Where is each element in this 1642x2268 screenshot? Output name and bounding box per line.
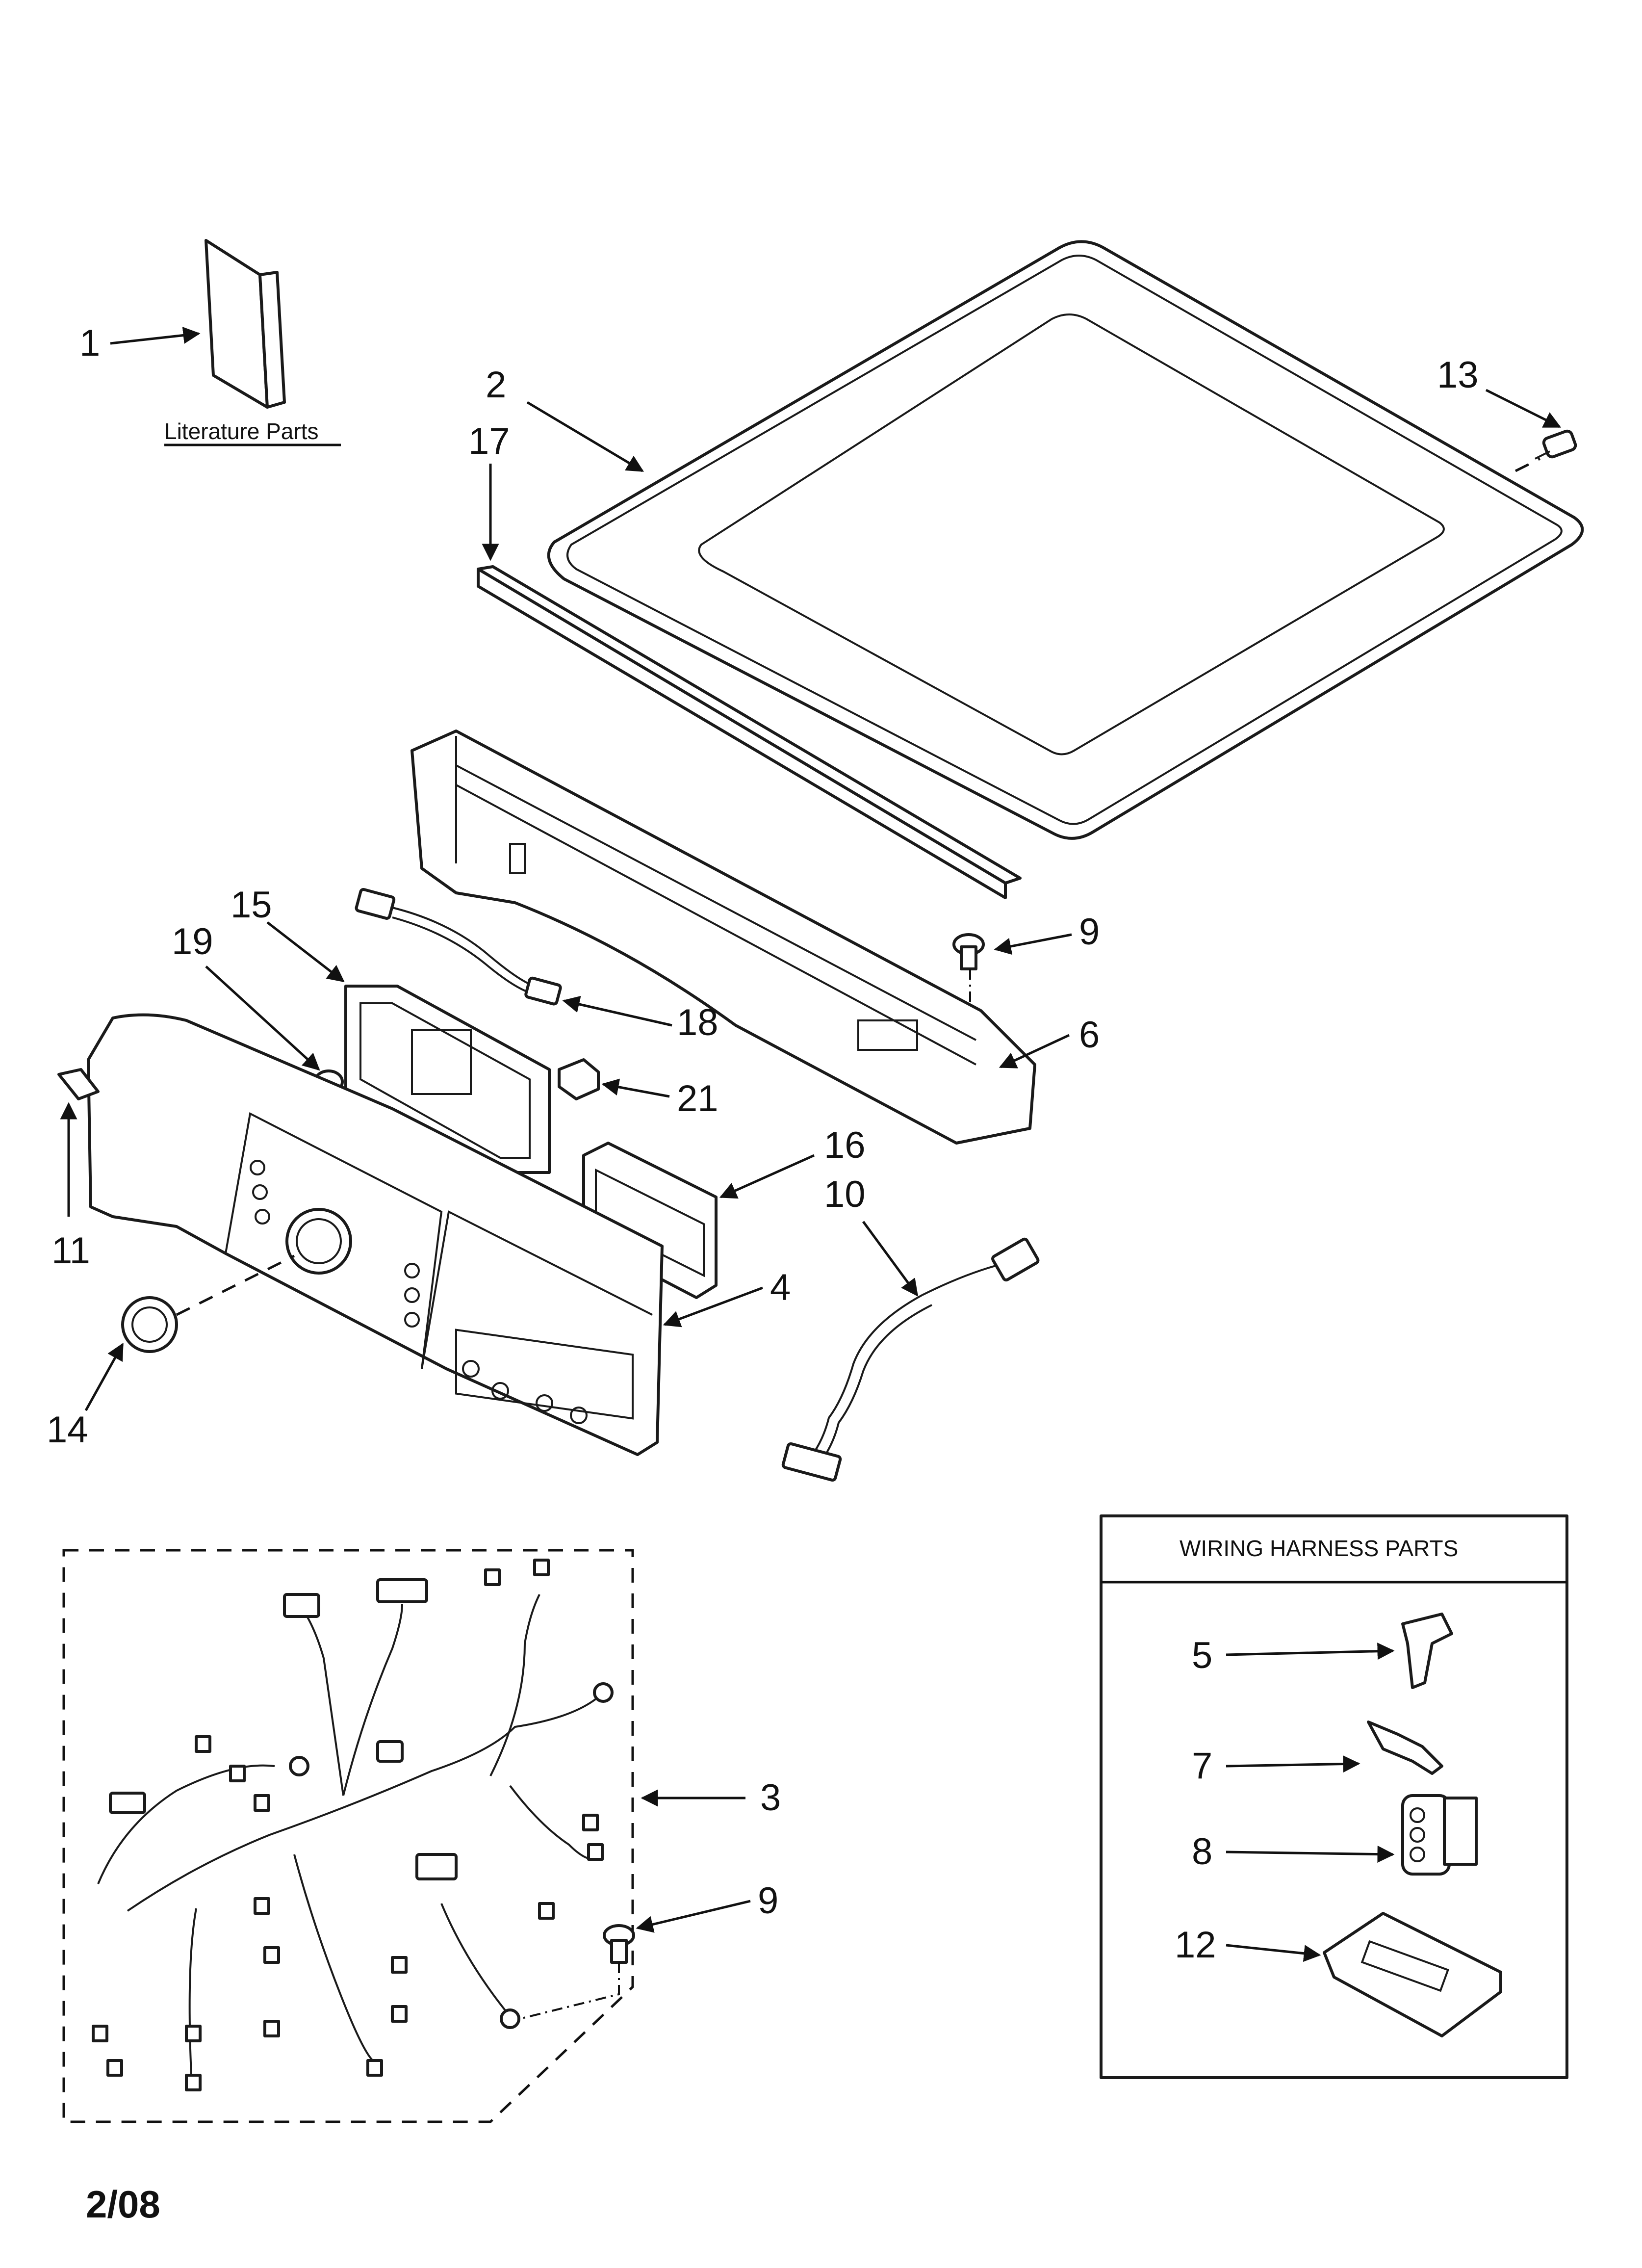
revision-date: 2/08: [86, 2183, 160, 2226]
harness-18[interactable]: [355, 888, 562, 1006]
screw-9-upper[interactable]: [952, 933, 985, 1006]
callout-18: 18: [677, 1002, 718, 1043]
literature-booklet[interactable]: [205, 239, 286, 409]
wiring-harness-parts-title: WIRING HARNESS PARTS: [1180, 1536, 1458, 1561]
screw-9-lower[interactable]: [519, 1924, 635, 2020]
clip-21[interactable]: [558, 1058, 600, 1100]
callout-16: 16: [824, 1124, 866, 1166]
clip-5[interactable]: [1401, 1613, 1453, 1689]
leader-14: [84, 1342, 124, 1411]
callout-14: 14: [47, 1409, 88, 1451]
switch-11[interactable]: [57, 1068, 100, 1100]
callout-11: 11: [51, 1230, 90, 1272]
harness-10[interactable]: [781, 1237, 1040, 1482]
leader-13: [1485, 389, 1562, 428]
leader-21: [601, 1078, 670, 1098]
leader-5: [1226, 1642, 1395, 1660]
callout-9b: 9: [758, 1880, 778, 1922]
leader-2: [526, 401, 644, 472]
connector-8[interactable]: [1401, 1794, 1478, 1876]
leader-10: [862, 1221, 919, 1297]
leader-16: [719, 1154, 815, 1199]
callout-9a: 9: [1079, 911, 1100, 953]
leader-8: [1226, 1846, 1395, 1863]
callout-7: 7: [1192, 1745, 1212, 1787]
dryer-top-panel[interactable]: [547, 240, 1584, 840]
leader-9a: [994, 933, 1072, 955]
leader-19: [205, 965, 320, 1071]
callout-4: 4: [770, 1267, 791, 1308]
callout-15: 15: [231, 884, 272, 926]
console-4[interactable]: [87, 1013, 664, 1456]
foam-strip[interactable]: [477, 565, 1022, 899]
wiring-harness-3[interactable]: [62, 1549, 634, 2123]
callout-2: 2: [486, 364, 506, 406]
leader-4: [663, 1286, 763, 1328]
leader-18: [562, 995, 672, 1027]
knob-axis: [176, 1254, 295, 1316]
callout-21: 21: [677, 1078, 718, 1120]
callout-1: 1: [79, 322, 100, 364]
terminal-7[interactable]: [1367, 1721, 1443, 1775]
callout-13: 13: [1437, 354, 1479, 396]
leader-12: [1226, 1944, 1321, 1962]
leader-9b: [636, 1900, 751, 1933]
callout-3: 3: [760, 1777, 781, 1819]
ui-board-15[interactable]: [344, 985, 551, 1174]
connector-block-12[interactable]: [1323, 1912, 1502, 2037]
leader-15: [266, 921, 345, 983]
callout-19: 19: [172, 921, 213, 963]
callout-6: 6: [1079, 1014, 1100, 1056]
console-bracket[interactable]: [410, 730, 1036, 1145]
leader-1: [110, 327, 201, 345]
callout-12: 12: [1175, 1924, 1216, 1966]
literature-parts-label: Literature Parts: [164, 418, 318, 444]
leader-6: [999, 1034, 1070, 1069]
leader-13-dash: [1514, 457, 1541, 472]
screw-13[interactable]: [1535, 429, 1577, 460]
callout-8: 8: [1192, 1831, 1212, 1873]
callout-10: 10: [824, 1173, 866, 1215]
callout-5: 5: [1192, 1635, 1212, 1676]
knob-14[interactable]: [121, 1296, 178, 1353]
callout-17: 17: [468, 420, 510, 462]
leader-7: [1226, 1755, 1360, 1773]
